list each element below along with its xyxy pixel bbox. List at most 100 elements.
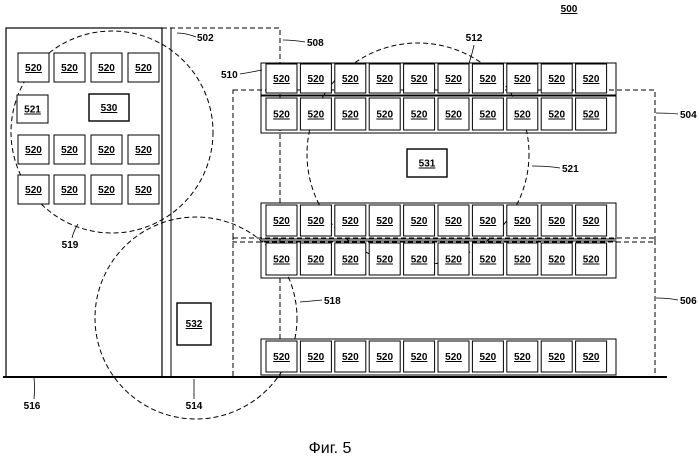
server-unit-520: 520 bbox=[438, 98, 469, 130]
server-unit-520: 520 bbox=[54, 135, 85, 164]
leader-508 bbox=[283, 40, 305, 42]
server-unit-label: 520 bbox=[411, 110, 428, 121]
leader-521 bbox=[532, 166, 560, 168]
server-unit-520: 520 bbox=[335, 341, 366, 372]
server-unit-520: 520 bbox=[541, 341, 572, 372]
server-unit-520: 520 bbox=[369, 341, 400, 372]
server-unit-520: 520 bbox=[541, 205, 572, 236]
server-unit-label: 520 bbox=[342, 110, 359, 121]
server-unit-label: 520 bbox=[308, 352, 325, 363]
server-unit-520: 520 bbox=[541, 243, 572, 275]
server-unit-label: 520 bbox=[583, 74, 600, 85]
server-unit-label: 520 bbox=[480, 74, 497, 85]
server-unit-label: 520 bbox=[514, 352, 531, 363]
server-unit-label: 520 bbox=[342, 74, 359, 85]
server-unit-label: 520 bbox=[25, 145, 42, 156]
server-unit-520: 520 bbox=[91, 53, 122, 82]
server-unit-520: 520 bbox=[54, 53, 85, 82]
label-504: 504 bbox=[680, 110, 697, 121]
server-unit-label: 520 bbox=[308, 110, 325, 121]
server-unit-520: 520 bbox=[128, 175, 159, 204]
server-unit-520: 520 bbox=[369, 243, 400, 275]
server-unit-520: 520 bbox=[128, 53, 159, 82]
unit-531: 531 bbox=[407, 149, 447, 177]
server-unit-label: 520 bbox=[583, 352, 600, 363]
server-unit-label: 520 bbox=[445, 74, 462, 85]
server-unit-520: 520 bbox=[507, 98, 538, 130]
server-unit-label: 520 bbox=[445, 216, 462, 227]
server-unit-520: 520 bbox=[369, 205, 400, 236]
leader-502 bbox=[177, 33, 196, 37]
label-521-circle: 521 bbox=[562, 164, 579, 175]
leader-504 bbox=[656, 113, 678, 114]
label-518: 518 bbox=[324, 296, 341, 307]
server-unit-label: 520 bbox=[548, 74, 565, 85]
server-unit-520: 520 bbox=[576, 205, 607, 236]
server-unit-520: 520 bbox=[404, 205, 435, 236]
server-unit-label: 520 bbox=[548, 110, 565, 121]
leader-518 bbox=[300, 300, 322, 302]
server-unit-520: 520 bbox=[541, 98, 572, 130]
server-unit-label: 520 bbox=[98, 185, 115, 196]
server-unit-label: 520 bbox=[135, 63, 152, 74]
server-unit-label: 520 bbox=[25, 63, 42, 74]
server-unit-520: 520 bbox=[91, 135, 122, 164]
server-unit-520: 520 bbox=[541, 64, 572, 93]
server-unit-520: 520 bbox=[404, 243, 435, 275]
server-unit-label: 520 bbox=[514, 216, 531, 227]
server-unit-520: 520 bbox=[300, 64, 331, 93]
server-unit-label: 520 bbox=[273, 255, 290, 266]
leader-510 bbox=[240, 70, 262, 74]
server-unit-520: 520 bbox=[300, 205, 331, 236]
server-unit-520: 520 bbox=[300, 98, 331, 130]
figure-caption: Фиг. 5 bbox=[309, 440, 352, 457]
svg-text:532: 532 bbox=[186, 319, 203, 330]
server-unit-520: 520 bbox=[404, 98, 435, 130]
server-unit-label: 520 bbox=[135, 185, 152, 196]
server-unit-label: 520 bbox=[273, 74, 290, 85]
label-510: 510 bbox=[221, 70, 238, 81]
server-unit-label: 520 bbox=[25, 185, 42, 196]
server-unit-label: 520 bbox=[548, 255, 565, 266]
server-unit-520: 520 bbox=[507, 64, 538, 93]
server-unit-520: 520 bbox=[404, 341, 435, 372]
server-unit-label: 520 bbox=[273, 352, 290, 363]
server-unit-520: 520 bbox=[507, 243, 538, 275]
server-unit-520: 520 bbox=[266, 98, 297, 130]
server-unit-520: 520 bbox=[576, 98, 607, 130]
label-508: 508 bbox=[307, 38, 324, 49]
server-unit-label: 520 bbox=[61, 63, 78, 74]
leader-506 bbox=[656, 298, 678, 300]
server-unit-label: 520 bbox=[445, 352, 462, 363]
label-516: 516 bbox=[24, 401, 41, 412]
server-unit-520: 520 bbox=[335, 205, 366, 236]
server-unit-label: 520 bbox=[376, 352, 393, 363]
server-unit-label: 520 bbox=[411, 216, 428, 227]
server-unit-label: 520 bbox=[583, 255, 600, 266]
server-unit-520: 520 bbox=[576, 341, 607, 372]
server-unit-520: 520 bbox=[54, 175, 85, 204]
server-unit-520: 520 bbox=[266, 64, 297, 93]
server-unit-520: 520 bbox=[507, 341, 538, 372]
server-unit-520: 520 bbox=[438, 64, 469, 93]
server-unit-label: 520 bbox=[514, 110, 531, 121]
server-unit-520: 520 bbox=[369, 98, 400, 130]
label-512: 512 bbox=[466, 33, 483, 44]
server-unit-label: 520 bbox=[98, 63, 115, 74]
label-506: 506 bbox=[680, 296, 697, 307]
unit-532: 532 bbox=[177, 303, 211, 345]
server-unit-label: 520 bbox=[548, 352, 565, 363]
server-unit-label: 520 bbox=[480, 352, 497, 363]
server-unit-label: 520 bbox=[273, 216, 290, 227]
server-unit-label: 520 bbox=[480, 216, 497, 227]
unit-521: 521 bbox=[17, 95, 48, 123]
server-unit-520: 520 bbox=[472, 243, 503, 275]
server-unit-520: 520 bbox=[335, 98, 366, 130]
server-unit-520: 520 bbox=[438, 205, 469, 236]
server-unit-label: 520 bbox=[98, 145, 115, 156]
server-unit-label: 520 bbox=[376, 255, 393, 266]
server-unit-520: 520 bbox=[300, 341, 331, 372]
server-unit-520: 520 bbox=[576, 64, 607, 93]
server-unit-label: 520 bbox=[480, 110, 497, 121]
